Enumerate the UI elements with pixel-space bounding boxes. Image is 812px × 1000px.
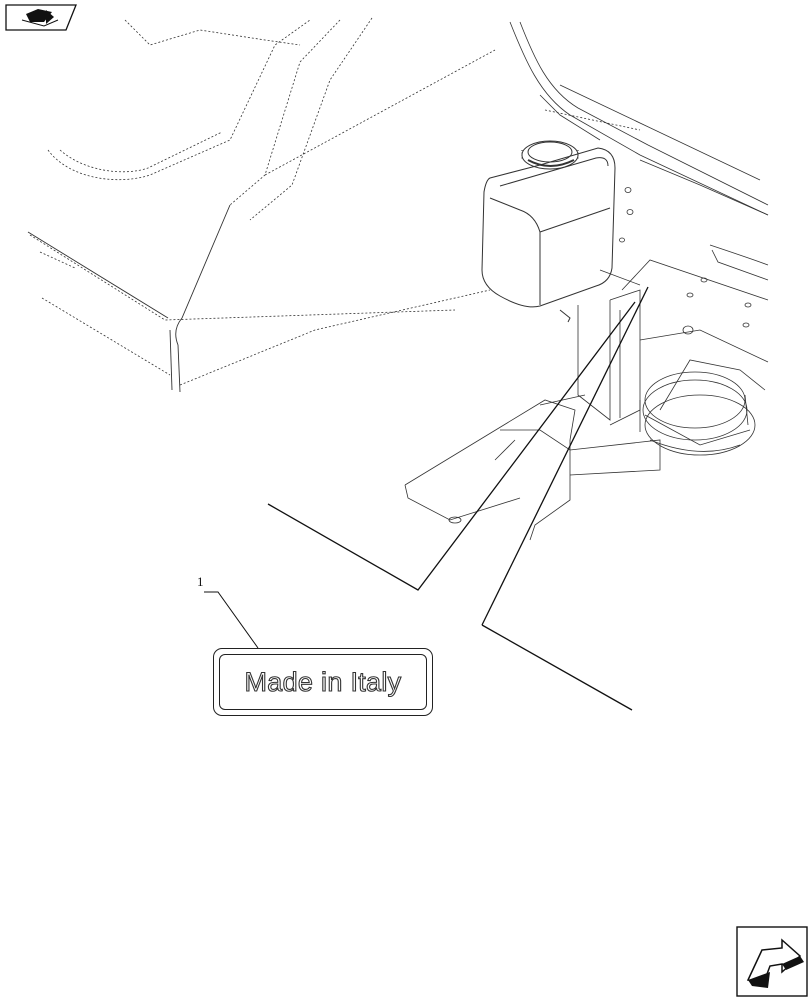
reservoir-tank	[481, 140, 616, 323]
fender-outline	[27, 204, 231, 393]
callout-leader	[204, 591, 259, 649]
platform-plate	[404, 399, 661, 541]
prev-page-button[interactable]	[4, 3, 78, 31]
leader-line-upper	[267, 301, 636, 591]
turn-arrow-icon	[736, 926, 808, 997]
next-page-button[interactable]	[736, 926, 808, 996]
leader-lines	[204, 286, 649, 711]
fender-body	[29, 17, 641, 386]
cab-frame	[509, 21, 769, 363]
callout-number: 1	[197, 574, 204, 589]
book-arrow-icon	[5, 4, 77, 31]
made-in-italy-label: Made in Italy	[213, 648, 433, 716]
swivel-disk	[639, 359, 766, 456]
leader-line-lower	[481, 624, 633, 711]
mount-bracket	[539, 269, 641, 426]
label-text: Made in Italy	[244, 666, 402, 697]
label-plate-inner: Made in Italy	[219, 654, 427, 710]
